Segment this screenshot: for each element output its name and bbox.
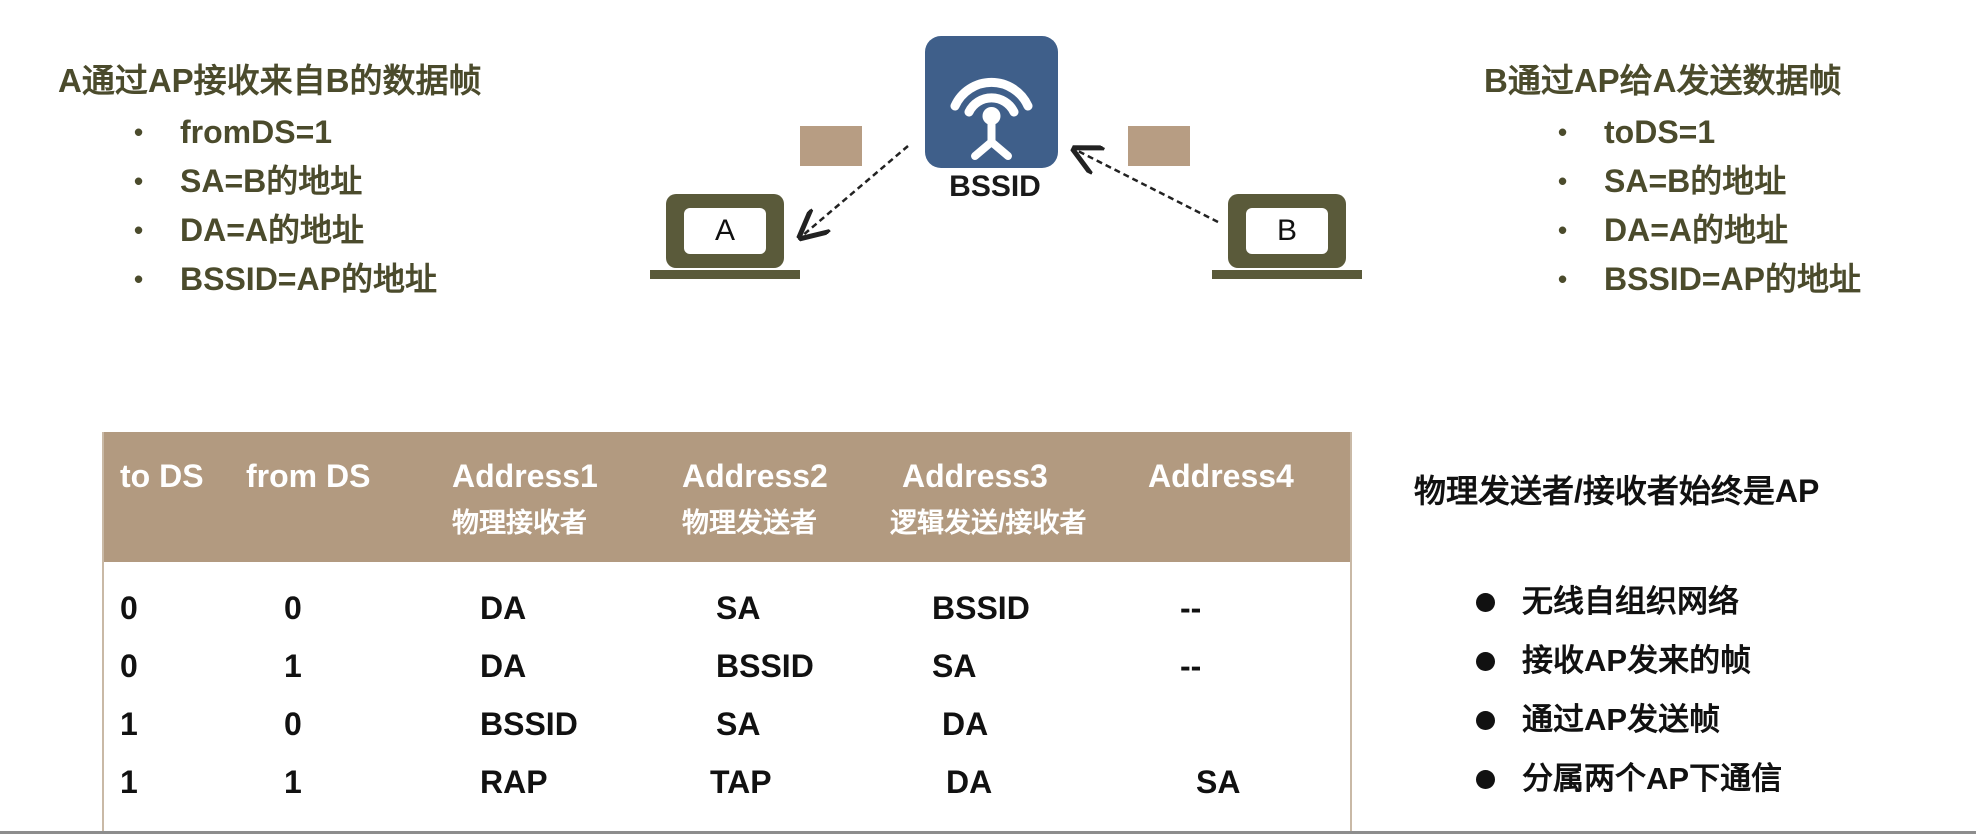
table-cell: DA bbox=[946, 764, 993, 800]
table-cell: -- bbox=[1180, 648, 1202, 684]
left-heading: A通过AP接收来自B的数据帧 bbox=[58, 62, 482, 99]
arrow-b-to-ap bbox=[1076, 150, 1219, 224]
right-heading: B通过AP给A发送数据帧 bbox=[1484, 62, 1842, 99]
list-item: BSSID=AP的地址 bbox=[134, 255, 482, 304]
table-cell: 1 bbox=[284, 648, 302, 684]
table-cell: 1 bbox=[120, 706, 138, 742]
table-cell: DA bbox=[480, 590, 527, 626]
list-item: toDS=1 bbox=[1558, 108, 1861, 157]
list-item: SA=B的地址 bbox=[1558, 157, 1861, 206]
frame-box-right bbox=[1128, 126, 1190, 166]
table-cell: SA bbox=[932, 648, 977, 684]
side-list: 无线自组织网络 接收AP发来的帧 通过AP发送帧 分属两个AP下通信 bbox=[1476, 580, 1782, 816]
table-cell: 1 bbox=[284, 764, 302, 800]
laptop-a-label: A bbox=[714, 214, 735, 247]
laptop-b: B bbox=[1212, 190, 1362, 291]
side-title: 物理发送者/接收者始终是AP bbox=[1414, 473, 1820, 509]
header-address3: Address3 逻辑发送/接收者 bbox=[890, 458, 1087, 538]
address-table: to DS from DS Address1 物理接收者 Address2 物理… bbox=[102, 432, 1352, 834]
table-cell: BSSID bbox=[716, 648, 814, 684]
table-cell: BSSID bbox=[480, 706, 578, 742]
header-address1: Address1 物理接收者 bbox=[452, 458, 598, 538]
laptop-icon bbox=[1212, 194, 1362, 279]
header-address4: Address4 bbox=[1148, 458, 1294, 494]
table-cell: 0 bbox=[120, 590, 138, 626]
list-item: 接收AP发来的帧 bbox=[1476, 639, 1782, 698]
laptop-b-label: B bbox=[1276, 214, 1297, 247]
list-item: DA=A的地址 bbox=[1558, 206, 1861, 255]
laptop-a: A bbox=[650, 190, 800, 291]
laptop-icon bbox=[650, 194, 800, 279]
table-cell: SA bbox=[716, 706, 761, 742]
list-item: 无线自组织网络 bbox=[1476, 580, 1782, 639]
header-from-ds: from DS bbox=[246, 458, 371, 494]
left-info-panel: A通过AP接收来自B的数据帧 fromDS=1 SA=B的地址 DA=A的地址 … bbox=[58, 54, 482, 304]
table-cell: 0 bbox=[284, 706, 302, 742]
right-list: toDS=1 SA=B的地址 DA=A的地址 BSSID=AP的地址 bbox=[1558, 108, 1861, 304]
list-item: fromDS=1 bbox=[134, 108, 482, 157]
header-address2: Address2 物理发送者 bbox=[682, 458, 828, 538]
table-cell: 0 bbox=[120, 648, 138, 684]
table-cell: SA bbox=[1196, 764, 1241, 800]
table-cell: TAP bbox=[710, 764, 772, 800]
list-item: SA=B的地址 bbox=[134, 157, 482, 206]
wireless-ap-icon bbox=[925, 36, 1058, 168]
table-cell: 0 bbox=[284, 590, 302, 626]
table-cell: DA bbox=[480, 648, 527, 684]
table-cell: -- bbox=[1180, 590, 1202, 626]
table-cell: 1 bbox=[120, 764, 138, 800]
list-item: 通过AP发送帧 bbox=[1476, 698, 1782, 757]
list-item: BSSID=AP的地址 bbox=[1558, 255, 1861, 304]
table-cell: SA bbox=[716, 590, 761, 626]
list-item: DA=A的地址 bbox=[134, 206, 482, 255]
arrow-ap-to-a bbox=[802, 145, 909, 236]
right-info-panel: B通过AP给A发送数据帧 toDS=1 SA=B的地址 DA=A的地址 BSSI… bbox=[1484, 54, 1861, 304]
bottom-divider bbox=[0, 831, 1976, 834]
table-cell: BSSID bbox=[932, 590, 1030, 626]
frame-box-left bbox=[800, 126, 862, 166]
header-to-ds: to DS bbox=[120, 458, 204, 494]
table-cell: DA bbox=[942, 706, 989, 742]
list-item: 分属两个AP下通信 bbox=[1476, 757, 1782, 816]
table-header bbox=[104, 432, 1350, 562]
table-cell: RAP bbox=[480, 764, 548, 800]
ap-label: BSSID bbox=[949, 170, 1041, 203]
left-list: fromDS=1 SA=B的地址 DA=A的地址 BSSID=AP的地址 bbox=[134, 108, 482, 304]
